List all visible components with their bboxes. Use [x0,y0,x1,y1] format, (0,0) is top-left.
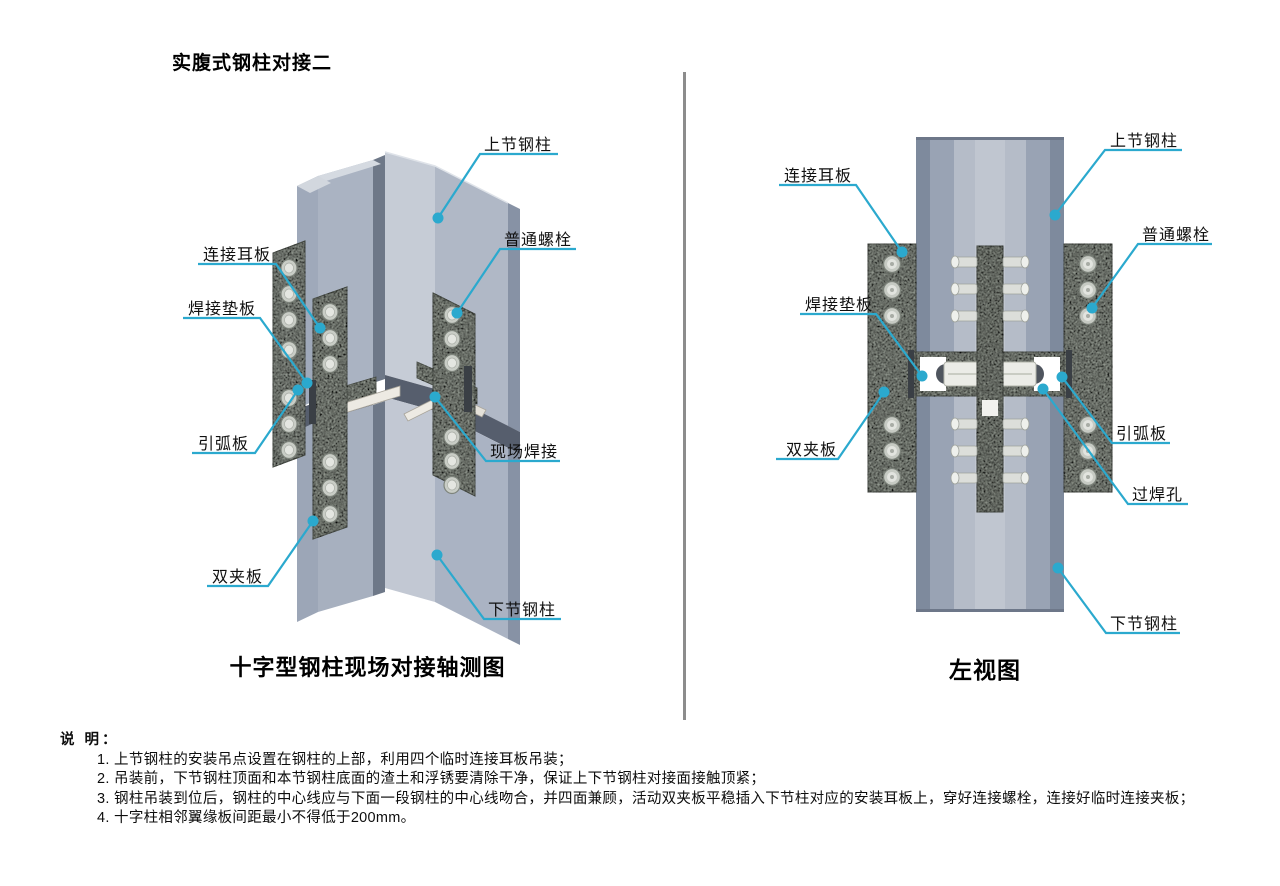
label-lower-column: 下节钢柱 [488,602,557,619]
label-field-weld: 现场焊接 [490,444,559,461]
left-view-caption: 十字型钢柱现场对接轴测图 [229,655,506,680]
label-run-on-tab-right: 引弧板 [1116,426,1168,443]
label-lower-column-right: 下节钢柱 [1110,616,1179,633]
label-weld-backing-plate-right: 焊接垫板 [805,297,874,314]
view-divider [683,72,686,720]
note-item-3: 3. 钢柱吊装到位后，钢柱的中心线应与下面一段钢柱的中心线吻合，并四面兼顾，活动… [97,790,1195,807]
notes-heading: 说 明： [60,732,120,748]
label-connecting-lug-plate-right: 连接耳板 [784,168,853,185]
label-double-clamp-plate-right: 双夹板 [786,442,838,459]
label-double-clamp-plate: 双夹板 [212,569,264,586]
label-common-bolt: 普通螺栓 [504,232,573,249]
label-run-on-tab: 引弧板 [198,436,250,453]
left-diagram [272,151,520,645]
label-upper-column: 上节钢柱 [484,137,553,154]
page-title: 实腹式钢柱对接二 [172,53,333,74]
label-weld-backing-plate: 焊接垫板 [188,301,257,318]
label-weld-access-hole: 过焊孔 [1132,487,1184,504]
leader-dots [292,209,1098,574]
note-item-1: 1. 上节钢柱的安装吊点设置在钢柱的上部，利用四个临时连接耳板吊装； [97,751,573,768]
note-item-4: 4. 十字柱相邻翼缘板间距最小不得低于200mm。 [97,810,416,826]
label-connecting-lug-plate: 连接耳板 [203,247,272,264]
note-item-2: 2. 吊装前，下节钢柱顶面和本节钢柱底面的渣土和浮锈要清除干净，保证上下节钢柱对… [97,771,766,787]
right-view-caption: 左视图 [949,657,1021,683]
label-common-bolt-right: 普通螺栓 [1142,227,1211,244]
right-diagram [867,137,1113,612]
label-upper-column-right: 上节钢柱 [1110,133,1179,150]
leader-lines [183,148,1212,635]
notes-block: 说 明： 1. 上节钢柱的安装吊点设置在钢柱的上部，利用四个临时连接耳板吊装； … [60,731,1250,829]
